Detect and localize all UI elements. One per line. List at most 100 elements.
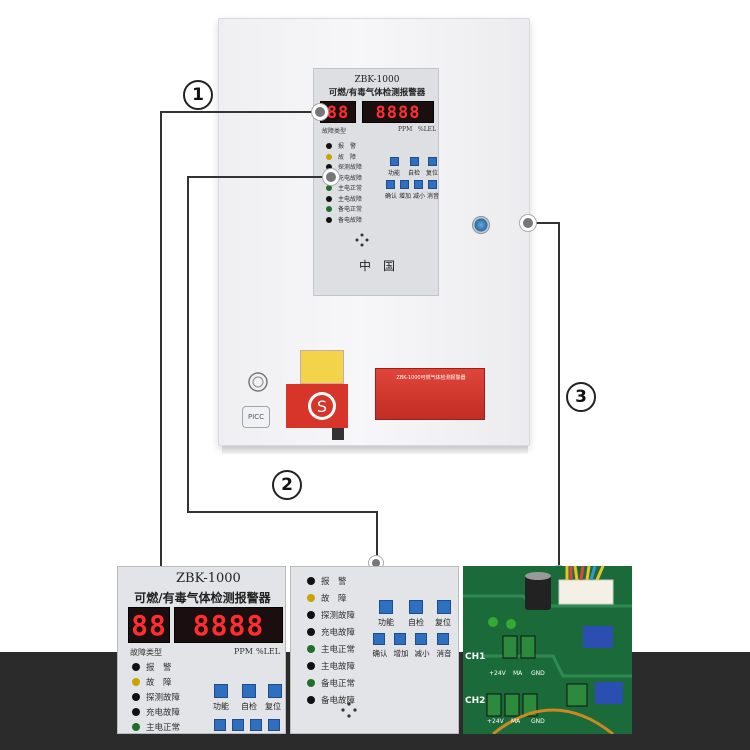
- zoom2-decrease-key[interactable]: [415, 633, 427, 645]
- zoom2-selftest-key[interactable]: [409, 600, 423, 614]
- certificate-sticker: [300, 350, 344, 384]
- panel-title: 可燃/有毒气体检测报警器: [328, 88, 426, 98]
- zoom1-selftest-label: 自检: [241, 702, 257, 711]
- panel-indicator-label: 充电故障: [338, 174, 363, 182]
- zoom1-indicator-label: 报 警: [146, 663, 172, 673]
- nameplate-title: ZBK-1000可燃气体检测报警器: [396, 375, 466, 381]
- zoom2-indicator-led: [307, 662, 315, 670]
- zoom2-indicator-label: 主电故障: [321, 662, 356, 672]
- zoom1-key-row2-c[interactable]: [250, 719, 262, 731]
- ch1-term-gnd: GND: [531, 670, 545, 677]
- zoom-panel-indicators: 功能 自检 复位 确认 增加 减小 消音 报 警故 障探测故障充电故障主电正常主…: [290, 566, 459, 734]
- zoom2-indicator-led: [307, 628, 315, 636]
- ch2-term-gnd: GND: [531, 718, 545, 725]
- zoom1-indicator-label: 充电故障: [146, 708, 181, 718]
- fire-cert-emblem-icon: S: [308, 392, 336, 420]
- ch2-term-24v: +24V: [487, 718, 504, 725]
- ppm-label: PPM: [398, 126, 413, 133]
- callout-line-1-vertical: [160, 111, 162, 574]
- panel-indicator-label: 主电正常: [338, 185, 363, 192]
- fault-type-label: 故障类型: [322, 128, 347, 135]
- brand-text: 中 国: [358, 259, 395, 273]
- lel-label: %LEL: [418, 126, 437, 133]
- zoom-panel-displays: ZBK-1000 可燃/有毒气体检测报警器 88 8888 故障类型 PPM %…: [117, 566, 286, 734]
- callout-line-1-horizontal: [160, 111, 320, 113]
- nameplate: ZBK-1000可燃气体检测报警器: [375, 368, 485, 420]
- zoom2-confirm-key[interactable]: [373, 633, 385, 645]
- panel-model: ZBK-1000: [354, 75, 400, 85]
- zoom1-fault-display: 88: [128, 607, 170, 643]
- zoom2-indicator-led: [307, 577, 315, 585]
- zoom2-silence-label: 消音: [436, 649, 452, 658]
- zoom1-function-label: 功能: [213, 702, 229, 711]
- callout-line-2-drop: [376, 511, 378, 563]
- zoom1-key-row2-a[interactable]: [214, 719, 226, 731]
- zoom1-indicator-led: [132, 678, 140, 686]
- zoom2-indicator-led: [307, 696, 315, 704]
- zoom2-indicator-label: 探测故障: [321, 611, 356, 621]
- callout-number-3: 3: [566, 382, 596, 412]
- callout-line-2-bottom: [187, 511, 377, 513]
- zoom1-indicator-led: [132, 708, 140, 716]
- zoom1-reset-key[interactable]: [268, 684, 282, 698]
- zoom1-selftest-key[interactable]: [242, 684, 256, 698]
- increase-key-label: 增加: [398, 193, 411, 200]
- panel-indicator-led: [326, 185, 332, 191]
- zoom2-indicator-led: [307, 679, 315, 687]
- function-key[interactable]: [390, 157, 399, 166]
- panel-indicator-label: 探测故障: [338, 164, 363, 171]
- zoom2-silence-key[interactable]: [437, 633, 449, 645]
- zoom1-indicator-led: [132, 723, 140, 731]
- callout-node-1: [312, 104, 328, 120]
- zoom1-key-row2-d[interactable]: [268, 719, 280, 731]
- zoom1-indicator-label: 探测故障: [146, 693, 181, 703]
- buzzer-icon: [355, 233, 369, 247]
- increase-key[interactable]: [400, 180, 409, 189]
- ch2-term-ma: MA: [511, 718, 521, 725]
- zoom1-lel-label: %LEL: [256, 647, 281, 656]
- callout-number-2: 2: [272, 470, 302, 500]
- zoom1-indicator-label: 主电正常: [146, 723, 181, 733]
- ccc-mark-icon: [248, 372, 268, 392]
- zoom2-indicator-led: [307, 611, 315, 619]
- zoom1-indicator-label: 故 障: [146, 678, 172, 688]
- zoom2-indicator-led: [307, 645, 315, 653]
- zoom1-indicator-led: [132, 693, 140, 701]
- zoom-panel-circuit-board: CH1 CH2 +24V MA GND +24V MA GND: [463, 566, 632, 734]
- callout-line-3-vertical: [558, 222, 560, 572]
- zoom1-key-row2-b[interactable]: [232, 719, 244, 731]
- callout-line-3-horizontal: [530, 222, 560, 224]
- zoom1-function-key[interactable]: [214, 684, 228, 698]
- zoom2-increase-key[interactable]: [394, 633, 406, 645]
- panel-indicator-led: [326, 195, 332, 202]
- decrease-key-label: 减小: [412, 193, 425, 200]
- selftest-key-label: 自检: [407, 170, 420, 177]
- zoom2-indicator-led: [307, 594, 315, 602]
- zoom2-function-key[interactable]: [379, 600, 393, 614]
- ch1-term-24v: +24V: [489, 670, 506, 677]
- zoom1-reset-label: 复位: [265, 702, 281, 711]
- panel-indicator-led: [326, 143, 332, 149]
- svg-text:S: S: [317, 397, 327, 416]
- zoom2-indicator-label: 备电故障: [321, 696, 356, 706]
- zoom2-selftest-label: 自检: [408, 618, 424, 627]
- ch1-label: CH1: [465, 652, 486, 662]
- reset-key-label: 复位: [425, 170, 438, 177]
- zoom2-reset-key[interactable]: [437, 600, 451, 614]
- key-lock[interactable]: [472, 216, 490, 234]
- zoom2-indicator-label: 备电正常: [321, 679, 356, 689]
- confirm-key[interactable]: [386, 180, 395, 189]
- zoom2-indicator-label: 故 障: [321, 594, 347, 604]
- reset-key[interactable]: [428, 157, 437, 166]
- panel-indicator-led: [326, 153, 332, 160]
- zoom2-function-label: 功能: [378, 618, 394, 627]
- fault-display: 88: [320, 101, 356, 123]
- silence-key[interactable]: [428, 180, 437, 189]
- zoom2-reset-label: 复位: [435, 618, 451, 627]
- selftest-key[interactable]: [410, 157, 419, 166]
- callout-number-1: 1: [183, 80, 213, 110]
- callout-node-2: [323, 169, 339, 185]
- front-panel: ZBK-1000 可燃/有毒气体检测报警器 88 8888 故障类型 PPM %…: [313, 68, 439, 296]
- decrease-key[interactable]: [414, 180, 423, 189]
- silence-key-label: 消音: [426, 193, 439, 200]
